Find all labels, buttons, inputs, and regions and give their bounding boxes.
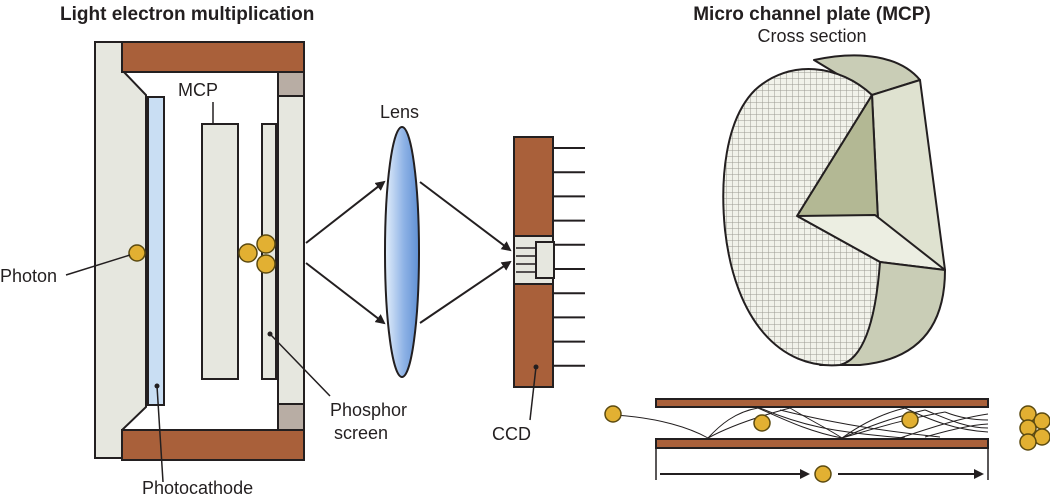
light-rays (305, 180, 512, 325)
seal-top (277, 71, 305, 97)
leader-dot (267, 331, 273, 337)
electron-dot (256, 254, 276, 274)
photon-dot (128, 244, 146, 262)
electrons-channel (604, 405, 1050, 483)
lens (384, 126, 420, 378)
electron-dot (238, 243, 258, 263)
ray-arrow (419, 260, 512, 324)
leader-phosphor (269, 333, 331, 397)
mcp-plate (201, 123, 239, 380)
label-lens: Lens (380, 102, 419, 122)
disk-face (722, 68, 881, 367)
leader-dot (154, 383, 160, 389)
electron-dot (604, 405, 622, 423)
ccd-chip (535, 241, 555, 279)
channel-wall-bottom (655, 438, 989, 449)
mcp-channel (614, 398, 989, 480)
leader-ccd (529, 366, 537, 421)
seal-bottom (277, 403, 305, 431)
housing-top-bar (121, 41, 305, 73)
electron-dot (256, 234, 276, 254)
electron-dot (901, 411, 919, 429)
label-ccd: CCD (492, 424, 531, 444)
title-left: Light electron multiplication (60, 4, 314, 25)
title-right: Micro channel plate (MCP) (693, 4, 931, 25)
electron-dot (753, 414, 771, 432)
electrons-intensifier (128, 234, 276, 274)
label-photon: Photon (0, 266, 57, 286)
label-phosphor-2: screen (334, 423, 388, 443)
ccd-pins (553, 147, 585, 367)
label-mcp: MCP (178, 80, 218, 100)
label-phosphor-1: Phosphor (330, 400, 407, 420)
leader-photocathode (156, 385, 164, 483)
housing-bottom-bar (121, 429, 305, 461)
ray-arrow (305, 180, 386, 244)
photocathode (147, 96, 165, 406)
electron-dot (814, 465, 832, 483)
leader-photon (65, 254, 131, 276)
subtitle-cross-section: Cross section (757, 26, 866, 46)
output-window (277, 95, 305, 405)
mcp-disk (722, 54, 946, 367)
ray-arrow (419, 181, 512, 252)
ray-arrow (305, 262, 386, 325)
channel-wall-top (655, 398, 989, 408)
electron-trajectories (614, 407, 989, 439)
ccd-sensor (513, 136, 555, 388)
electron-dot (1019, 433, 1037, 451)
label-photocathode: Photocathode (142, 478, 253, 496)
intensifier-housing (94, 41, 305, 461)
